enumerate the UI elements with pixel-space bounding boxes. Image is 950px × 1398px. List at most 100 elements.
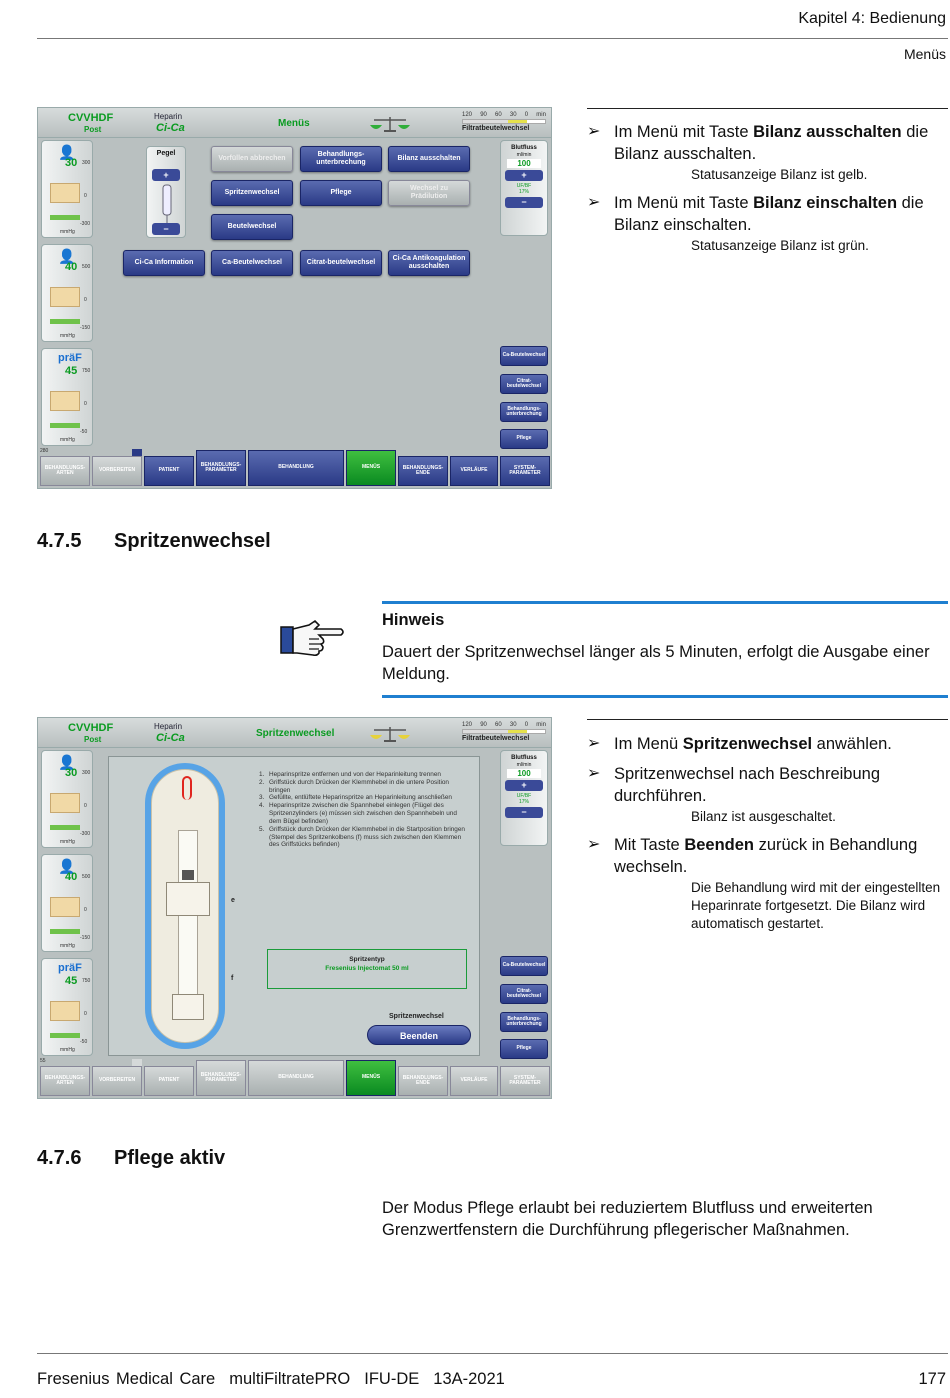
nav-treatment-modes[interactable]: BEHANDLUNGS-ARTEN <box>40 1066 90 1096</box>
step-item: 1.Heparinspritze entfernen und von der H… <box>259 771 441 778</box>
arrow-icon: ➢ <box>587 194 601 211</box>
blood-flow-down-button[interactable]: − <box>505 197 543 209</box>
care-button[interactable]: Pflege <box>300 180 382 206</box>
instruction-item: ➢ Im Menü Spritzenwechsel anwählen. <box>587 735 892 753</box>
treatment-interruption-button[interactable]: Behandlungs-unterbrechung <box>300 146 382 172</box>
balance-off-button[interactable]: Bilanz ausschalten <box>388 146 470 172</box>
hint-bottom-rule <box>382 695 948 698</box>
section-label: Menüs <box>903 46 946 62</box>
patient-icon: 👤 <box>58 858 76 874</box>
cica-information-button[interactable]: Ci-Ca Information <box>123 250 205 276</box>
nav-prepare[interactable]: VORBEREITEN <box>92 1066 142 1096</box>
nav-treatment-modes[interactable]: BEHANDLUNGS-ARTEN <box>40 456 90 486</box>
care-mode-description: Der Modus Pflege erlaubt bei reduziertem… <box>382 1199 873 1239</box>
arrow-icon: ➢ <box>587 765 601 782</box>
step-item: 2.Griffstück durch Drücken der Klemmhebe… <box>259 778 449 794</box>
level-down-button[interactable]: − <box>152 223 180 235</box>
venous-pressure-panel[interactable]: 👤 40 500 0 -150 mmHg <box>41 244 93 342</box>
level-up-button[interactable]: + <box>152 169 180 181</box>
ca-bag-change-button[interactable]: Ca-Beutelwechsel <box>211 250 293 276</box>
nav-treatment[interactable]: BEHANDLUNG <box>248 450 344 486</box>
side-care-button[interactable]: Pflege <box>500 1039 548 1059</box>
hint-title: Hinweis <box>382 611 445 629</box>
label-f: f <box>231 975 234 982</box>
side-citrate-bag-change-button[interactable]: Citrat-beutelwechsel <box>500 984 548 1004</box>
switch-predilution-button[interactable]: Wechsel zu Prädilution <box>388 180 470 206</box>
therapy-mode: CVVHDF <box>68 722 114 734</box>
nav-patient[interactable]: PATIENT <box>144 1066 194 1096</box>
nav-treatment-parameters[interactable]: BEHANDLUNGS-PARAMETER <box>196 1060 246 1096</box>
nav-menus[interactable]: MENÜS <box>346 1060 396 1096</box>
patient-icon: 👤 <box>58 248 76 264</box>
syringe-grip <box>172 994 204 1020</box>
arterial-pressure-panel[interactable]: 👤 30 300 0 -300 mmHg <box>41 750 93 848</box>
nav-treatment[interactable]: BEHANDLUNG <box>248 1060 344 1096</box>
pressure-window <box>50 391 80 411</box>
side-interruption-button[interactable]: Behandlungs-unterbrechung <box>500 402 548 422</box>
arrow-icon: ➢ <box>587 735 601 752</box>
header-divider <box>37 38 948 39</box>
end-button[interactable]: Beenden <box>367 1025 471 1045</box>
blood-flow-down-button[interactable]: − <box>505 807 543 819</box>
heparin-label: Heparin <box>154 722 183 731</box>
nav-system-parameters[interactable]: SYSTEM-PARAMETER <box>500 1066 550 1096</box>
nav-treatment-parameters[interactable]: BEHANDLUNGS-PARAMETER <box>196 450 246 486</box>
pressure-bar <box>50 1033 80 1038</box>
blood-flow-panel: Blutfluss ml/min 100 + UF/BF 17% − <box>500 750 548 846</box>
patient-icon: 👤 <box>58 144 76 160</box>
syringe-type-selector[interactable]: Spritzentyp Fresenius Injectomat 50 ml <box>267 949 467 989</box>
instructions-divider <box>587 719 948 720</box>
pressure-bar <box>50 319 80 324</box>
flag-icon <box>132 449 142 456</box>
citrate-bag-change-button[interactable]: Citrat-beutelwechsel <box>300 250 382 276</box>
step-item: 3.Gefüllte, entlüftete Heparinspritze an… <box>259 794 452 802</box>
side-citrate-bag-change-button[interactable]: Citrat-beutelwechsel <box>500 374 548 394</box>
nav-treatment-end[interactable]: BEHANDLUNGS-ENDE <box>398 1066 448 1096</box>
prefilter-pressure-panel[interactable]: präF 45 750 0 -50 mmHg <box>41 958 93 1056</box>
nav-history[interactable]: VERLÄUFE <box>450 456 498 486</box>
blood-flow-up-button[interactable]: + <box>505 780 543 792</box>
bottom-navigation: BEHANDLUNGS-ARTEN VORBEREITEN PATIENT BE… <box>38 1058 551 1098</box>
nav-prepare[interactable]: VORBEREITEN <box>92 456 142 486</box>
corner-number: 55 <box>40 1058 46 1064</box>
bag-change-button[interactable]: Beutelwechsel <box>211 214 293 240</box>
screen-topbar: CVVHDF Post Heparin Ci-Ca Menüs 120 90 6… <box>38 108 551 138</box>
prefilter-pressure-panel[interactable]: präF 45 750 0 -50 mmHg <box>41 348 93 446</box>
instruction-item: ➢ Im Menü mit Taste Bilanz ausschalten d… <box>587 123 929 182</box>
side-care-button[interactable]: Pflege <box>500 429 548 449</box>
nav-system-parameters[interactable]: SYSTEM-PARAMETER <box>500 456 550 486</box>
blood-flow-panel: Blutfluss ml/min 100 + UF/BF 17% − <box>500 140 548 236</box>
footer-divider <box>37 1353 948 1354</box>
abort-priming-button[interactable]: Vorfüllen abbrechen <box>211 146 293 172</box>
blood-flow-up-button[interactable]: + <box>505 170 543 182</box>
nav-treatment-end[interactable]: BEHANDLUNGS-ENDE <box>398 456 448 486</box>
pressure-window <box>50 897 80 917</box>
nav-history[interactable]: VERLÄUFE <box>450 1066 498 1096</box>
pointing-hand-icon <box>280 619 344 657</box>
syringe-clamp <box>166 882 210 916</box>
therapy-mode: CVVHDF <box>68 112 114 124</box>
syringe-change-button[interactable]: Spritzenwechsel <box>211 180 293 206</box>
patient-icon: 👤 <box>58 754 76 770</box>
cica-anticoagulation-off-button[interactable]: Ci-Ca Antikoagulation ausschalten <box>388 250 470 276</box>
syringe-change-screenshot: CVVHDF Post Heparin Ci-Ca Spritzenwechse… <box>37 717 552 1099</box>
syringe-tip-icon <box>182 776 192 800</box>
timer-label: Filtratbeutelwechsel <box>462 735 530 742</box>
balance-scale-icon <box>370 117 410 132</box>
venous-pressure-panel[interactable]: 👤 40 500 0 -150 mmHg <box>41 854 93 952</box>
step-item: 5.Griffstück durch Drücken der Klemmhebe… <box>259 825 465 849</box>
nav-menus[interactable]: MENÜS <box>346 450 396 486</box>
cica-logo: Ci-Ca <box>156 732 185 744</box>
side-interruption-button[interactable]: Behandlungs-unterbrechung <box>500 1012 548 1032</box>
instructions-divider <box>587 108 948 109</box>
nav-patient[interactable]: PATIENT <box>144 456 194 486</box>
label-e: e <box>231 897 235 904</box>
pressure-bar <box>50 929 80 934</box>
arterial-pressure-panel[interactable]: 👤 30 300 0 -300 mmHg <box>41 140 93 238</box>
instruction-item: ➢ Mit Taste Beenden zurück in Behandlung… <box>587 836 941 931</box>
side-ca-bag-change-button[interactable]: Ca-Beutelwechsel <box>500 346 548 366</box>
side-ca-bag-change-button[interactable]: Ca-Beutelwechsel <box>500 956 548 976</box>
